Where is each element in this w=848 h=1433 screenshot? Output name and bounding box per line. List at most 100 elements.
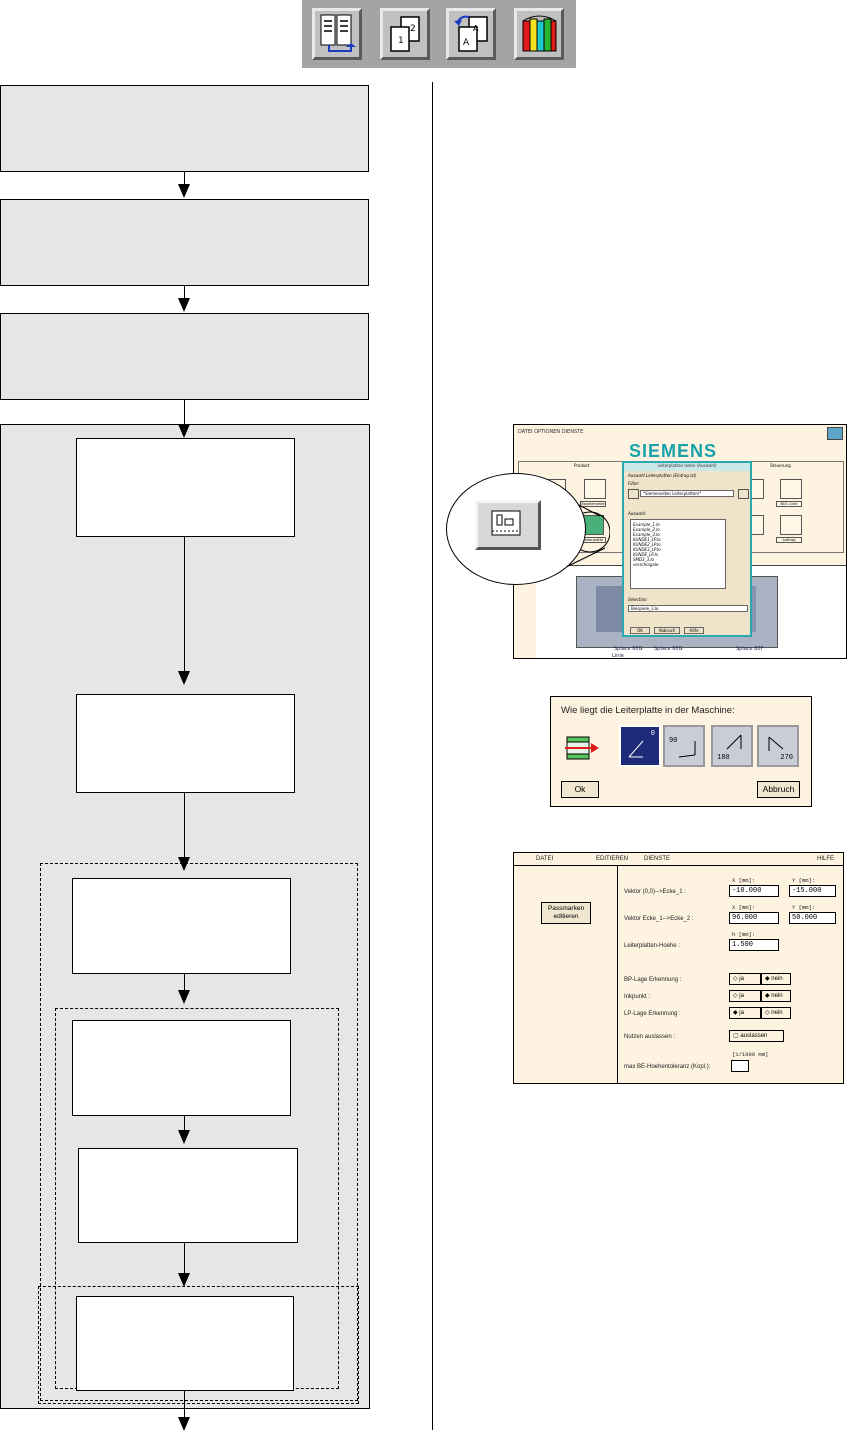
orientation-180-button[interactable]: 180 bbox=[711, 725, 753, 767]
flow-substep-3 bbox=[72, 878, 291, 974]
connector bbox=[184, 172, 185, 184]
tolerance-input[interactable] bbox=[731, 1060, 749, 1072]
order-icon[interactable] bbox=[780, 515, 802, 535]
arrow-down-icon bbox=[178, 1130, 190, 1144]
screenshot-load-dialog: DATEI OPTIONEN DIENSTE SIEMENS Produkt S… bbox=[513, 424, 847, 659]
cancel-button[interactable]: Abbruch bbox=[757, 781, 800, 798]
list-item[interactable]: verschlagale bbox=[633, 562, 659, 567]
list-label: Auswahl: bbox=[628, 511, 647, 516]
flow-substep-4 bbox=[72, 1020, 291, 1116]
nutzen-toggle[interactable]: ▢ auslassen bbox=[729, 1030, 784, 1042]
list-item[interactable]: KUNDE1_LP.lo bbox=[633, 537, 661, 542]
lp-yes-toggle[interactable]: ◆ ja bbox=[729, 1007, 761, 1019]
orientation-0-button[interactable]: 0 bbox=[619, 725, 661, 767]
yes-label: ja bbox=[739, 1010, 744, 1016]
menu-edit[interactable]: EDITIEREN bbox=[596, 856, 629, 862]
vector1-y-input[interactable]: -15.000 bbox=[789, 885, 836, 897]
filter-label: Filter: bbox=[628, 481, 640, 486]
list-item[interactable]: Example_3.lo bbox=[633, 532, 660, 537]
height-label: Leiterplatten-Hoehe : bbox=[624, 943, 681, 949]
magnifier-circle bbox=[446, 473, 586, 585]
menu-services[interactable]: DIENSTE bbox=[644, 856, 671, 862]
connector bbox=[184, 1391, 185, 1417]
selection-input[interactable]: Beispiele_3.lo bbox=[628, 605, 748, 612]
layout-compare-icon[interactable] bbox=[312, 8, 362, 60]
height-input[interactable]: 1.500 bbox=[729, 939, 779, 951]
components-icon[interactable] bbox=[584, 479, 606, 499]
angle-label: 0 bbox=[650, 730, 655, 738]
icon-label: Auftrag bbox=[776, 537, 802, 543]
h-unit-label: h [mm]: bbox=[732, 931, 756, 938]
page-sequence-icon[interactable]: 2 1 bbox=[380, 8, 430, 60]
lp-detection-label: LP-Lage Erkennung : bbox=[624, 1011, 681, 1017]
angle-label: 270 bbox=[780, 754, 793, 762]
ink-no-toggle[interactable]: ◆ nein bbox=[761, 990, 791, 1002]
nutzen-toggle-label: auslassen bbox=[740, 1033, 768, 1039]
filter-clear-icon[interactable] bbox=[738, 489, 749, 499]
screenshot-marks-editor: DATEI EDITIEREN DIENSTE HILFE Passmarken… bbox=[513, 852, 844, 1084]
connector bbox=[184, 793, 185, 857]
bp-no-toggle[interactable]: ◆ nein bbox=[761, 973, 791, 985]
menu-help[interactable]: HILFE bbox=[817, 856, 835, 862]
bp-yes-toggle[interactable]: ◇ ja bbox=[729, 973, 761, 985]
menu-datei[interactable]: DATEI bbox=[536, 856, 554, 862]
x-unit-label: X [mm]: bbox=[732, 877, 756, 884]
angle-label: 90 bbox=[669, 737, 678, 745]
vector2-x-input[interactable]: 96.000 bbox=[729, 912, 779, 924]
list-item[interactable]: KUNDE3_LP.lo bbox=[633, 547, 661, 552]
connector bbox=[184, 400, 185, 424]
menu-bar: DATEI OPTIONEN DIENSTE bbox=[518, 429, 584, 435]
vector1-x-input[interactable]: -10.000 bbox=[729, 885, 779, 897]
orientation-question: Wie liegt die Leiterplatte in der Maschi… bbox=[561, 705, 735, 716]
connector bbox=[184, 286, 185, 298]
orientation-90-button[interactable]: 90 bbox=[663, 725, 705, 767]
filter-icon[interactable] bbox=[628, 489, 639, 499]
flow-step-2 bbox=[0, 199, 369, 286]
arrow-down-icon bbox=[178, 298, 190, 312]
connector bbox=[184, 974, 185, 990]
radio-down-icon: ◇ bbox=[765, 1010, 772, 1016]
place-label: Splace 80F bbox=[736, 646, 764, 652]
ok-button[interactable]: Ok bbox=[561, 781, 599, 798]
toolbar: 2 1 A A bbox=[302, 0, 576, 68]
radio-up-icon: ◆ bbox=[765, 993, 772, 999]
list-item[interactable]: KUNDE2_LP.lo bbox=[633, 542, 661, 547]
list-item[interactable]: Example_2.lo bbox=[633, 527, 660, 532]
help-button[interactable]: Hilfe bbox=[684, 627, 704, 634]
icon-label: BOC Linie bbox=[776, 501, 802, 507]
x-unit-label: X [mm]: bbox=[732, 904, 756, 911]
ink-yes-toggle[interactable]: ◇ ja bbox=[729, 990, 761, 1002]
flow-substep-2 bbox=[76, 694, 295, 793]
vector2-y-input[interactable]: 50.000 bbox=[789, 912, 836, 924]
dialog-title: Leiterplatten laden (Auswahl) bbox=[624, 463, 750, 471]
edit-marks-button[interactable]: Passmarken editieren bbox=[541, 902, 591, 924]
flow-substep-5 bbox=[78, 1148, 298, 1243]
document-convert-icon[interactable]: A A bbox=[446, 8, 496, 60]
filter-input[interactable]: *Siemens/den Leiterplatten/* bbox=[640, 490, 734, 497]
circuit-board-icon[interactable] bbox=[475, 500, 541, 550]
file-list[interactable]: Example_1.lo Example_2.lo Example_3.lo K… bbox=[630, 519, 726, 589]
list-item[interactable]: Example_1.lo bbox=[633, 522, 660, 527]
orientation-270-button[interactable]: 270 bbox=[757, 725, 799, 767]
group-label-control: Steuerung bbox=[770, 463, 791, 468]
brand-logo: SIEMENS bbox=[629, 441, 718, 461]
lp-no-toggle[interactable]: ◇ nein bbox=[761, 1007, 791, 1019]
no-label: nein bbox=[771, 1010, 783, 1016]
list-item[interactable]: KUNDE_LP.lo bbox=[633, 552, 658, 557]
tolerance-label: max BE-Hoehentoleranz (Kopl.): bbox=[624, 1064, 711, 1070]
line-label: Linie bbox=[612, 653, 624, 659]
column-separator bbox=[432, 82, 433, 1430]
panel-divider bbox=[617, 866, 618, 1083]
library-books-icon[interactable] bbox=[514, 8, 564, 60]
ok-button[interactable]: OK bbox=[630, 627, 650, 634]
menu-bar: DATEI EDITIEREN DIENSTE HILFE bbox=[514, 853, 843, 866]
nutzen-label: Nutzen auslassen : bbox=[624, 1034, 676, 1040]
logo-icon bbox=[827, 427, 843, 440]
yes-label: ja bbox=[739, 993, 744, 999]
boc-line-icon[interactable] bbox=[780, 479, 802, 499]
list-item[interactable]: SMD3_3.lo bbox=[633, 557, 654, 562]
y-unit-label: Y [mm]: bbox=[792, 877, 816, 884]
no-label: nein bbox=[771, 993, 783, 999]
svg-text:2: 2 bbox=[410, 24, 416, 34]
cancel-button[interactable]: Abbruch bbox=[654, 627, 680, 634]
